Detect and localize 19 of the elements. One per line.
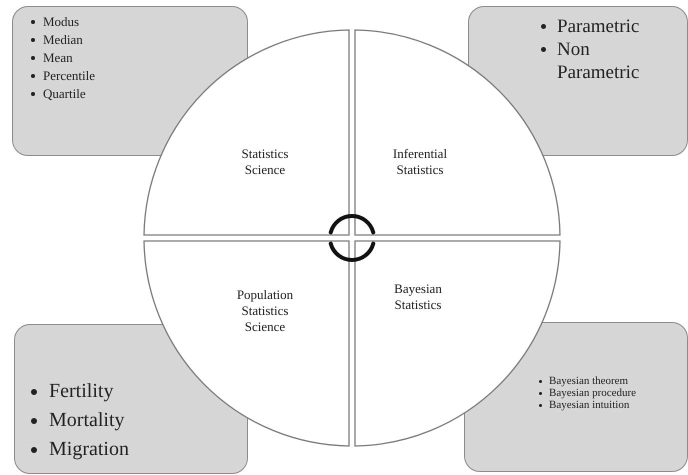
list-item: Mortality [49,408,125,433]
list-item: Median [43,31,83,49]
list-item: Quartile [43,85,86,103]
list-item: Migration [49,437,129,462]
quadrant-segment [144,241,349,446]
segment-label: Population Statistics Science [236,287,294,335]
list-item: Percentile [43,67,95,85]
list-item: Modus [43,13,80,31]
list-item: Bayesian intuition [549,399,630,411]
segment-label: Bayesian Statistics [393,281,443,313]
list-item: Parametric [557,15,640,38]
segment-label: Statistics Science [240,146,290,178]
list-item: Non Parametric [557,38,640,84]
list-item: Mean [43,49,73,67]
quadrant-segment [144,30,349,235]
list-item: Fertility [49,379,114,404]
list-item: Bayesian theorem [549,375,628,387]
segment-label: Inferential Statistics [392,146,448,178]
list-item: Bayesian procedure [549,387,636,399]
